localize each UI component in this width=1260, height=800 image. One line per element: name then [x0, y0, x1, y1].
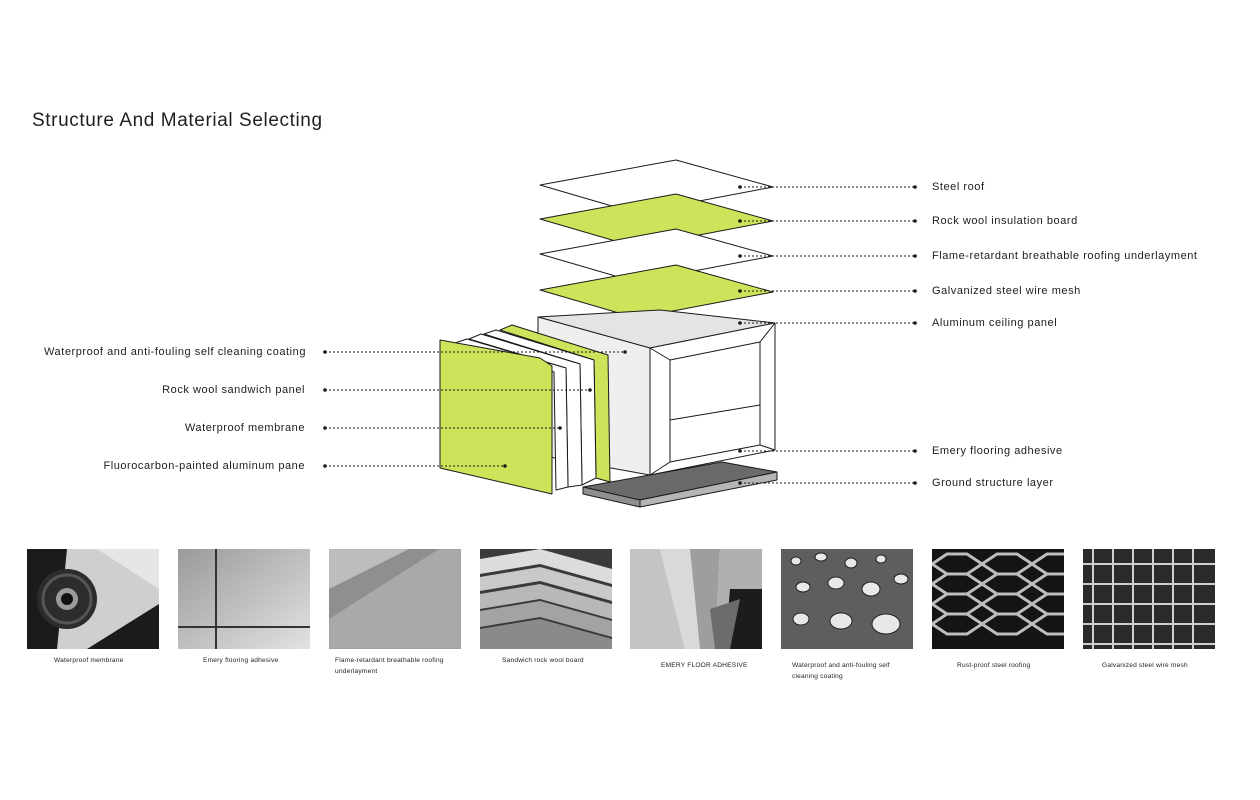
caption-self-cleaning-coating: Waterproof and anti-fouling self cleanin… [792, 662, 890, 680]
front-green-panel [439, 339, 553, 495]
page-title: Structure And Material Selecting [32, 110, 323, 131]
steel-wire-mesh-layer [539, 264, 774, 319]
label-galvanized-wire-mesh: Galvanized steel wire mesh [932, 285, 1081, 297]
membrane-roll-photo [27, 549, 159, 649]
wire-grid-photo [1083, 549, 1215, 649]
floor-tiles-photo [178, 549, 310, 649]
caption-rust-proof-steel-roofing: Rust-proof steel roofing [957, 662, 1031, 669]
color-swatches-photo [630, 549, 762, 649]
stacked-panels-photo [480, 549, 612, 649]
label-waterproof-membrane: Waterproof membrane [184, 422, 305, 434]
label-steel-roof: Steel roof [932, 181, 985, 193]
label-self-cleaning-coating: Waterproof and anti-fouling self cleanin… [44, 346, 306, 358]
label-aluminum-ceiling-panel: Aluminum ceiling panel [932, 317, 1058, 329]
water-droplets-photo [781, 549, 913, 649]
caption-emery-floor-adhesive: EMERY FLOOR ADHESIVE [661, 662, 748, 669]
label-rock-wool-insulation-board: Rock wool insulation board [932, 215, 1078, 227]
fabric-underlayment-photo [329, 549, 461, 649]
caption-emery-flooring-adhesive: Emery flooring adhesive [203, 657, 279, 664]
wall-panels [439, 324, 611, 495]
label-emery-flooring-adhesive: Emery flooring adhesive [932, 445, 1063, 457]
label-ground-structure-layer: Ground structure layer [932, 477, 1054, 489]
label-roofing-underlayment: Flame-retardant breathable roofing under… [932, 250, 1198, 262]
caption-roofing-underlayment: Flame-retardant breathable roofing under… [335, 657, 444, 675]
caption-waterproof-membrane: Waterproof membrane [54, 657, 124, 664]
label-fluorocarbon-aluminum-pane: Fluorocarbon-painted aluminum pane [103, 460, 305, 472]
caption-sandwich-rock-wool-board: Sandwich rock wool board [502, 657, 584, 664]
label-rock-wool-sandwich-panel: Rock wool sandwich panel [162, 384, 305, 396]
caption-galvanized-wire-mesh: Galvanized steel wire mesh [1102, 662, 1188, 669]
ground-structure-slab [582, 461, 778, 508]
expanded-metal-photo [932, 549, 1064, 649]
